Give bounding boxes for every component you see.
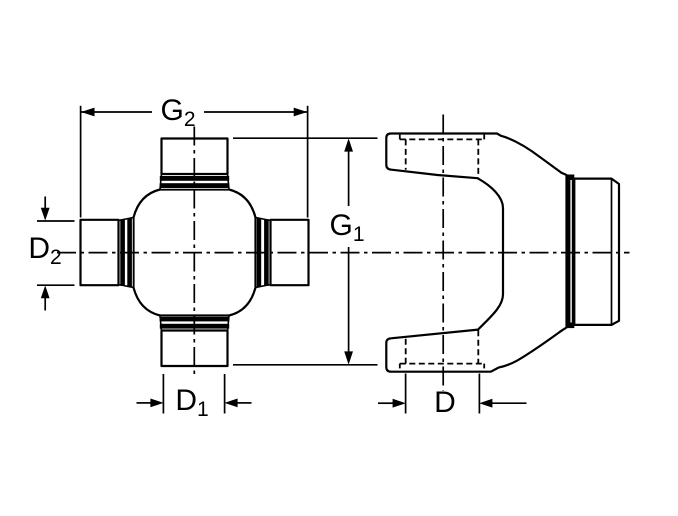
arrowhead-right [392,398,406,408]
arrowhead-up [344,138,353,152]
arrowhead-left [479,398,493,408]
arrowhead-left [224,398,238,408]
top-cap-stripe [159,176,230,181]
hidden-bore-lines [398,134,486,369]
right-cap-stripe [264,219,269,286]
dim-label-g2: G2 [160,93,196,131]
weld-flange-highlight [570,180,572,323]
dim-d1 [136,374,252,414]
yoke-outline [385,132,568,373]
dim-label-d1: D1 [175,383,209,421]
arrowhead-right [293,107,308,117]
top-cap-stripe [159,183,230,188]
arrowhead-down [344,351,353,365]
dim-label-d2: D2 [28,231,62,269]
arrowhead-down [40,207,50,221]
dim-g2 [79,105,309,218]
arrowhead-up [40,285,50,299]
dim-label-d: D [434,385,456,419]
arrowhead-right [150,398,164,408]
dim-d2 [37,196,75,311]
dim-label-g1: G1 [329,208,365,246]
dim-d [378,373,527,414]
arrowhead-left [81,107,95,117]
dim-g1 [233,137,378,366]
